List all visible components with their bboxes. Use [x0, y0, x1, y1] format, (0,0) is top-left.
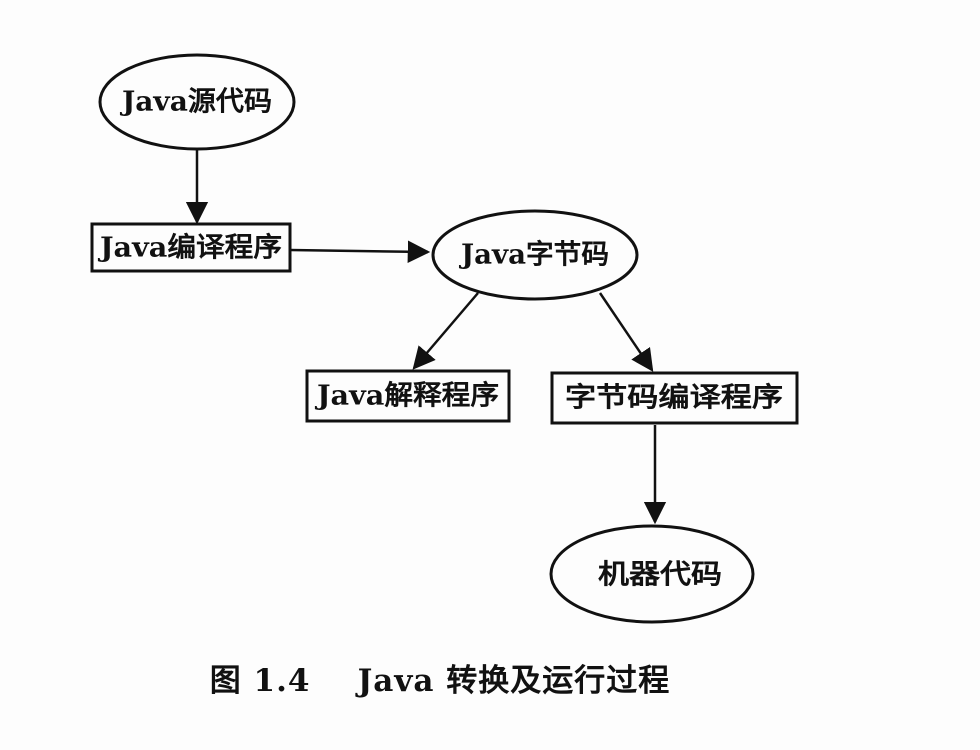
figure-caption: 图 1.4 Java 转换及运行过程: [0, 655, 880, 700]
node-bytecode-label: Java字节码: [459, 239, 609, 271]
node-compiler: Java编译程序: [90, 222, 292, 273]
arrow-compiler-to-bytecode: [289, 240, 431, 263]
node-compiler-label: Java编译程序: [98, 232, 282, 264]
figure-number: 图 1.4: [209, 663, 311, 699]
node-interpreter: Java解释程序: [305, 369, 511, 423]
node-machine-code-label: 机器代码: [598, 560, 722, 591]
arrow-bytecode-to-interpreter: [412, 292, 479, 370]
node-bytecode-compiler-label: 字节码编译程序: [565, 382, 783, 414]
figure-caption-text: Java 转换及运行过程: [357, 663, 671, 699]
node-machine-code: 机器代码: [549, 524, 755, 624]
node-interpreter-label: Java解释程序: [315, 380, 499, 412]
node-bytecode-compiler: 字节码编译程序: [550, 371, 799, 425]
node-source-code: Java源代码: [98, 53, 296, 151]
node-bytecode: Java字节码: [431, 209, 639, 301]
arrow-bytecode-to-bytecode-compiler: [598, 292, 654, 372]
node-source-code-label: Java源代码: [120, 87, 272, 118]
